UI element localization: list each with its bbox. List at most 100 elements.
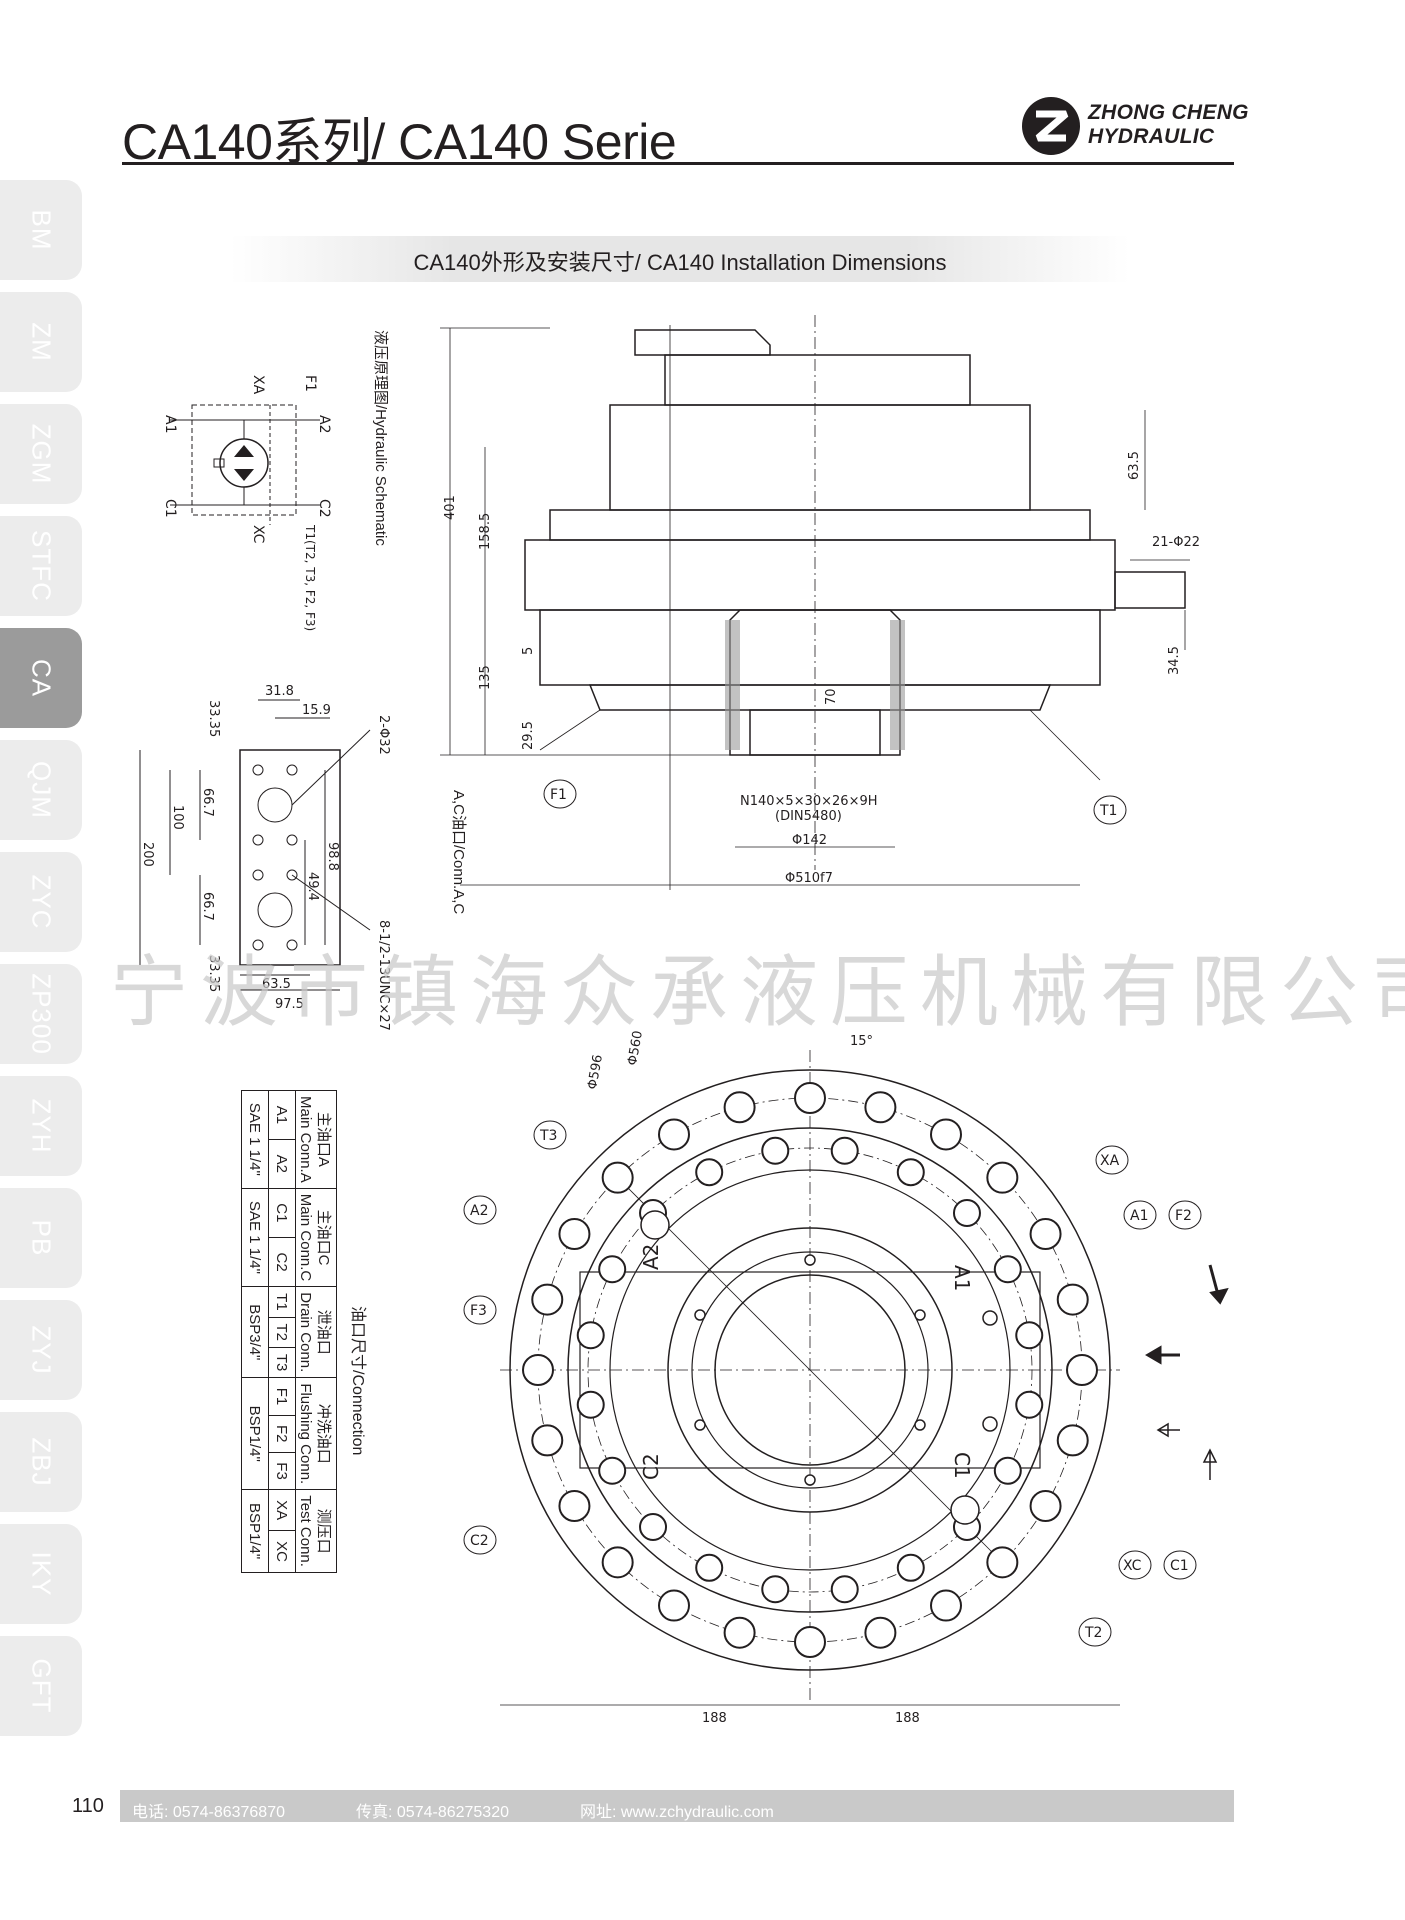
schematic-port-c2: C2 <box>316 499 332 518</box>
bolt-hole <box>723 1616 756 1649</box>
sidebar-item-zgm[interactable]: ZGM <box>0 404 82 504</box>
bolt-hole <box>1066 1354 1098 1386</box>
conn-size: SAE 1 1/4" <box>241 1188 269 1287</box>
conn-port: A2 <box>268 1139 296 1189</box>
bolt-hole <box>558 1218 591 1250</box>
conn-port: F2 <box>268 1415 296 1453</box>
bolt-hole <box>930 1118 962 1151</box>
conn-port: T2 <box>268 1317 296 1348</box>
front-callouts: T3 XA A2 A1 F2 F3 C2 XC C1 T2 <box>463 1120 1202 1647</box>
title-rule <box>122 162 1234 165</box>
bolt-hole <box>576 1390 605 1419</box>
sidebar-item-ca[interactable]: CA <box>0 628 82 728</box>
sidebar-item-label: ZYJ <box>26 1325 57 1375</box>
port-dim-100: 100 <box>170 805 185 830</box>
bolt-hole <box>864 1091 897 1124</box>
bolt-hole <box>986 1161 1019 1194</box>
bolt-hole <box>558 1490 591 1522</box>
port-dim-63-5: 63.5 <box>262 977 291 992</box>
schematic-caption: 液压原理图/Hydraulic Schematic <box>372 330 389 546</box>
sidebar-item-label: GFT <box>26 1658 57 1714</box>
bolt-hole <box>531 1424 564 1457</box>
conn-port: F3 <box>268 1452 296 1490</box>
front-callout-t3: T3 <box>539 1128 557 1144</box>
port-dim-66-7-bottom: 66.7 <box>200 892 215 921</box>
port-dim-33-35-bottom: 33.35 <box>206 955 221 992</box>
side-dim-401: 401 <box>443 495 458 520</box>
footer-website[interactable]: 网址: www.zchydraulic.com <box>580 1804 774 1821</box>
front-inner-a2: A2 <box>639 1244 663 1270</box>
bolt-hole <box>896 1553 925 1582</box>
front-callout-t2: T2 <box>1084 1625 1102 1641</box>
bolt-hole <box>986 1546 1019 1579</box>
conn-size: BSP3/4" <box>241 1286 269 1378</box>
schematic-port-a2: A2 <box>316 415 332 433</box>
side-dim-135: 135 <box>478 665 493 690</box>
sidebar-item-pb[interactable]: PB <box>0 1188 82 1288</box>
front-callout-a1: A1 <box>1130 1208 1148 1224</box>
front-callout-a2: A2 <box>470 1203 488 1219</box>
brand-name: ZHONG CHENG HYDRAULIC <box>1088 101 1249 149</box>
bolt-hole <box>761 1575 790 1604</box>
sidebar-item-label: ZYC <box>26 874 57 930</box>
schematic-port-xa: XA <box>250 375 266 395</box>
port-dim-2-d32: 2-Φ32 <box>376 715 391 755</box>
motor-side-view: 401 158.5 5 135 29.5 63.5 21-Φ22 34.5 70… <box>440 315 1200 890</box>
sidebar-item-label: IKY <box>26 1551 57 1597</box>
side-dia-510: Φ510f7 <box>785 871 833 886</box>
bolt-hole <box>1015 1390 1044 1419</box>
front-callout-xa: XA <box>1100 1153 1120 1169</box>
bolt-hole <box>896 1158 925 1187</box>
bolt-hole <box>830 1136 859 1165</box>
sidebar-item-iky[interactable]: IKY <box>0 1524 82 1624</box>
bolt-hole <box>993 1456 1022 1485</box>
conn-size: BSP1/4" <box>241 1377 269 1490</box>
bolt-hole <box>761 1136 790 1165</box>
sidebar-item-zbj[interactable]: ZBJ <box>0 1412 82 1512</box>
conn-port: XC <box>268 1530 296 1573</box>
port-block-drawing: 31.8 15.9 33.35 2-Φ32 100 66.7 200 98.8 … <box>139 684 391 1031</box>
schematic-port-a1: A1 <box>162 415 178 433</box>
side-dim-5: 5 <box>521 647 536 655</box>
bolt-hole <box>658 1118 690 1151</box>
bolt-hole <box>601 1161 634 1194</box>
rotation-arrow-up-icon <box>1202 1448 1218 1480</box>
sidebar-item-label: ZP300 <box>26 973 57 1055</box>
hydraulic-schematic: A1 A2 C1 C2 F1 XA XC T1(T2, T3, F2, F3) <box>162 375 332 631</box>
bolt-hole <box>993 1255 1022 1284</box>
port-dim-97-5: 97.5 <box>275 997 304 1012</box>
side-dim-34-5: 34.5 <box>1167 646 1182 675</box>
front-callout-c2: C2 <box>470 1533 489 1549</box>
port-dim-98-8: 98.8 <box>325 842 340 871</box>
sidebar-item-stfc[interactable]: STFC <box>0 516 82 616</box>
sidebar-item-qjm[interactable]: QJM <box>0 740 82 840</box>
bolt-hole <box>794 1082 826 1114</box>
front-callout-f3: F3 <box>470 1303 487 1319</box>
bolt-hole <box>1029 1218 1062 1250</box>
side-callout-t1: T1 <box>1099 803 1117 819</box>
sidebar-item-zyc[interactable]: ZYC <box>0 852 82 952</box>
sidebar-item-zp300[interactable]: ZP300 <box>0 964 82 1064</box>
front-callout-xc: XC <box>1123 1558 1142 1574</box>
sidebar-item-zyj[interactable]: ZYJ <box>0 1300 82 1400</box>
bolt-hole <box>930 1589 962 1622</box>
flow-arrow-left-icon <box>1145 1345 1180 1365</box>
bolt-hole <box>1015 1321 1044 1350</box>
front-inner-a1: A1 <box>950 1265 974 1291</box>
bolt-hole <box>723 1091 756 1124</box>
sidebar-item-label: ZM <box>26 322 57 362</box>
side-dim-21-d22: 21-Φ22 <box>1152 535 1200 550</box>
company-watermark: 宁波市镇海众承液压机械有限公司 <box>110 948 1405 1036</box>
sidebar-item-zyh[interactable]: ZYH <box>0 1076 82 1176</box>
sidebar-item-gft[interactable]: GFT <box>0 1636 82 1736</box>
conn-size: SAE 1 1/4" <box>241 1090 269 1189</box>
front-dim-15-deg: 15° <box>850 1034 873 1049</box>
brand-line1: ZHONG CHENG <box>1088 101 1249 124</box>
sidebar-item-bm[interactable]: BM <box>0 180 82 280</box>
sidebar-item-zm[interactable]: ZM <box>0 292 82 392</box>
